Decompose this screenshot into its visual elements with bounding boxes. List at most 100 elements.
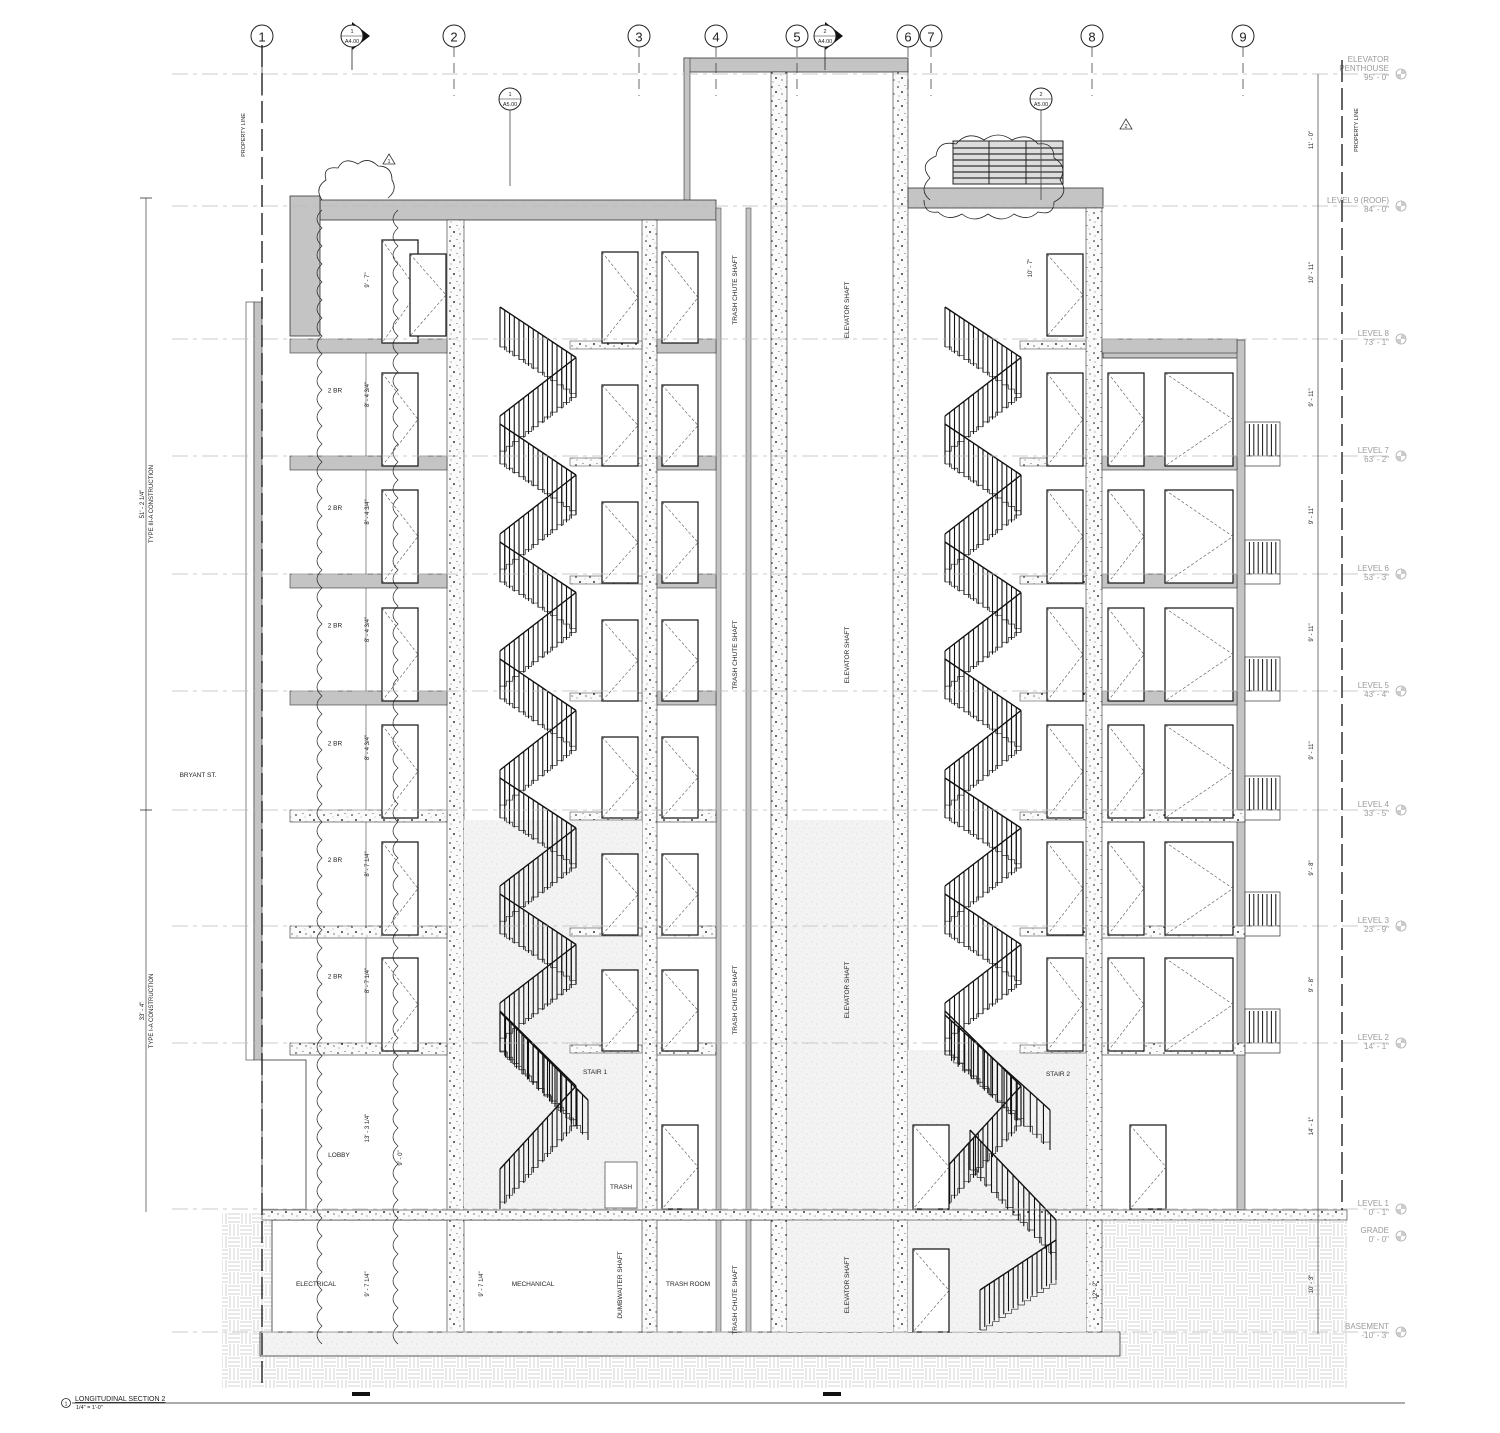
level-marker: LEVEL 10' - 1" — [172, 1199, 1407, 1217]
roof-slab-east — [907, 187, 1104, 209]
floor-to-floor-dimension: 9' - 11" — [1309, 506, 1315, 524]
grid-line-2: 2 — [442, 24, 466, 96]
svg-text:33' - 4": 33' - 4" — [140, 1002, 146, 1021]
floor-slab — [289, 1042, 448, 1056]
lobby-ceiling-dimension: 13' - 3 1/4" — [365, 1114, 371, 1143]
level-name: LEVEL 2 — [1358, 1033, 1390, 1042]
ceiling-height-dimension: 8' - 4 3/4" — [365, 617, 371, 642]
detail-callout-1[interactable]: 1A5.00 — [498, 87, 522, 186]
floor-slab — [289, 809, 448, 823]
level-elevation: 53' - 3" — [1364, 573, 1389, 582]
grid-label: 9 — [1239, 30, 1246, 45]
level-elevation: -10' - 3" — [1362, 1331, 1390, 1340]
floor-to-floor-dimension: 14' - 1" — [1309, 1117, 1315, 1136]
revision-triangle-icon — [1119, 118, 1133, 130]
grid-label: 7 — [927, 30, 934, 45]
elevator-shaft-label: ELEVATOR SHAFT — [844, 627, 851, 684]
property-line-label-west: PROPERTY LINE — [241, 113, 247, 157]
street-label: BRYANT ST. — [180, 772, 217, 779]
level-elevation: 14' - 1" — [1364, 1042, 1389, 1051]
grid-label: 6 — [904, 30, 911, 45]
dumbwaiter-shaft-label: DUMBWAITER SHAFT — [617, 1251, 624, 1318]
level-elevation: 33' - 5" — [1364, 809, 1389, 818]
door — [661, 853, 699, 936]
wall-grid8 — [1085, 207, 1103, 1333]
floor-to-floor-dimension: 9' - 11" — [1309, 623, 1315, 641]
trash-chute-shaft-label: TRASH CHUTE SHAFT — [732, 1265, 739, 1334]
door — [381, 489, 419, 584]
revision-clouds — [318, 134, 1065, 220]
floor-to-floor-dimension: 9' - 8" — [1309, 977, 1315, 992]
electrical-ceiling-dimension: 9' - 7 1/4" — [365, 1271, 371, 1296]
trash-chute-shaft-label: TRASH CHUTE SHAFT — [732, 965, 739, 1034]
stair-2-flight — [944, 658, 1022, 751]
stair-2-label: STAIR 2 — [1046, 1071, 1070, 1078]
level-name: PENTHOUSE — [1339, 64, 1389, 73]
stair-2-flight — [944, 827, 1022, 926]
section-cut-mark-east — [823, 1392, 841, 1396]
revision-cloud-column — [392, 209, 399, 1345]
floor-to-floor-dimension: 10' - 3" — [1309, 1275, 1315, 1294]
level-elevation: 0' - 1" — [1369, 1208, 1390, 1217]
floor-to-floor-dimension: 9' - 11" — [1309, 741, 1315, 759]
stair-1-flight — [499, 541, 577, 633]
floor-to-floor-dimension: 9' - 8" — [1309, 860, 1315, 875]
wall-grid5 — [770, 71, 788, 1333]
door — [1107, 724, 1145, 819]
level-elevation: 23' - 9" — [1364, 925, 1389, 934]
drawing-scale: 1/4" = 1'-0" — [76, 1405, 103, 1411]
stair-1-flight — [499, 1011, 589, 1140]
basement-slab — [259, 1331, 1121, 1357]
door — [1164, 841, 1234, 936]
stair-2-flight — [944, 893, 1022, 985]
stair-2-flight — [944, 777, 1022, 868]
door — [1164, 489, 1234, 584]
stair-landing — [1019, 340, 1087, 350]
level-marker: LEVEL 653' - 3" — [172, 564, 1407, 582]
stair-2-flight — [944, 591, 1022, 691]
penthouse-wall-right — [892, 71, 909, 1333]
lobby-label: LOBBY — [328, 1152, 350, 1159]
door — [1046, 489, 1084, 584]
stair-1-label: STAIR 1 — [583, 1069, 607, 1076]
revision-tag-1: 1 — [382, 153, 396, 165]
revision-cloud-columns — [316, 209, 399, 1345]
door — [1129, 1124, 1167, 1210]
detail-callout-2[interactable]: 2A5.00 — [1029, 87, 1053, 200]
door — [381, 724, 419, 819]
level-marker: LEVEL 214' - 1" — [172, 1033, 1407, 1051]
ceiling-height-dimension: 8' - 7 1/4" — [365, 851, 371, 876]
grid-line-1: 1 — [250, 24, 274, 96]
floor-to-floor-dimension: 9' - 11" — [1309, 388, 1315, 406]
grid-line-6: 6 — [896, 24, 920, 96]
door — [1046, 957, 1084, 1052]
door — [1164, 607, 1234, 702]
elevator-shaft-label: ELEVATOR SHAFT — [844, 962, 851, 1019]
construction-zone-dimension: 33' - 4"TYPE I-A CONSTRUCTION — [140, 809, 155, 1048]
floor-slab — [289, 573, 448, 589]
grid-label: 3 — [635, 30, 642, 45]
stair-1-flight — [499, 306, 577, 398]
door — [1046, 372, 1084, 467]
electrical-label: ELECTRICAL — [296, 1281, 336, 1288]
door — [601, 736, 639, 819]
unit-room-label: 2 BR — [328, 974, 343, 981]
stair-1-flight — [499, 658, 577, 751]
door — [661, 501, 699, 584]
level-marker: LEVEL 433' - 5" — [172, 800, 1407, 818]
wall-grid2 — [446, 219, 465, 1333]
grid-line-3: 3 — [627, 24, 651, 96]
door — [601, 501, 639, 584]
door — [661, 619, 699, 702]
section-marker-1[interactable]: 1A4.00 — [340, 22, 370, 70]
stair-1-flight — [499, 827, 577, 926]
section-marker-2[interactable]: 2A4.00 — [813, 22, 843, 70]
level-elevation: 0' - 0" — [1369, 1235, 1390, 1244]
unit-room-label: 2 BR — [328, 623, 343, 630]
level-marker: LEVEL 873' - 1" — [172, 329, 1407, 347]
stair-2-flight — [944, 541, 1022, 633]
lobby-door-dimension: 9' - 0" — [398, 1150, 404, 1165]
unit-room-label: 2 BR — [328, 505, 343, 512]
level-elevation: 43' - 4" — [1364, 690, 1389, 699]
